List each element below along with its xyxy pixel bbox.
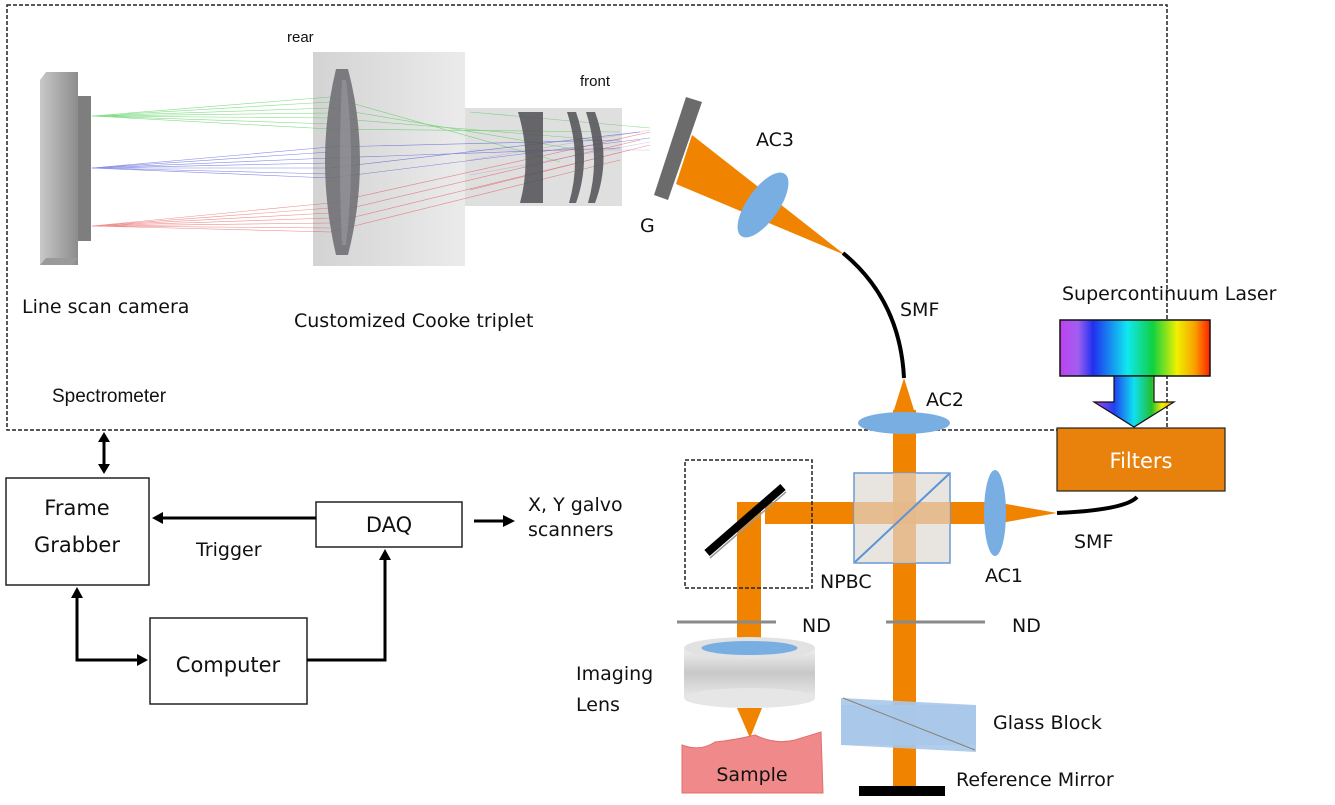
computer-label: Computer (176, 653, 281, 677)
glass-block-label: Glass Block (993, 712, 1102, 734)
sample-label: Sample (716, 764, 787, 786)
trigger-label: Trigger (195, 539, 262, 561)
galvo-label-2: scanners (528, 519, 613, 541)
focused-beam (737, 708, 762, 738)
frame-grabber-box (5, 477, 150, 586)
front-label: front (580, 73, 611, 90)
reference-mirror-label: Reference Mirror (956, 769, 1114, 791)
triplet-label: Customized Cooke triplet (294, 310, 533, 332)
ac1-lens (984, 470, 1006, 556)
front-lens-2 (586, 112, 604, 203)
imaging-lens (684, 637, 815, 708)
signal-arrows (71, 432, 515, 666)
camera-label: Line scan camera (22, 296, 189, 318)
line-scan-camera (40, 72, 91, 265)
frame-grabber-label-2: Grabber (34, 533, 120, 557)
front-lens-concave (518, 112, 543, 203)
spectrometer-boundary (6, 4, 1168, 431)
ac1-label: AC1 (985, 565, 1023, 587)
grating-label: G (640, 215, 655, 237)
detection-fiber (841, 251, 906, 379)
diffraction-grating (654, 97, 702, 200)
npbc-label: NPBC (820, 571, 872, 593)
glass-block (841, 697, 976, 752)
imaging-lens-label-1: Imaging (576, 663, 653, 685)
computer-daq-arrow (307, 558, 387, 662)
ac2-lens (858, 412, 950, 434)
daq-label: DAQ (366, 513, 412, 537)
front-lens-1 (567, 112, 584, 203)
imaging-lens-label-2: Lens (576, 694, 620, 716)
filters-box (1056, 427, 1226, 492)
npbc-beamsplitter (853, 472, 951, 564)
ac3-label: AC3 (756, 129, 794, 151)
nd-reference-label: ND (1012, 615, 1041, 637)
frame-grabber-label-1: Frame (44, 496, 109, 520)
blue-ray-bundle (91, 131, 651, 179)
ac3-lens (737, 172, 789, 238)
detection-smf-label: SMF (900, 299, 939, 321)
green-ray-bundle (91, 96, 651, 163)
computer-framegrabber-arrow (75, 596, 138, 662)
spectrometer-label: Spectrometer (52, 386, 167, 407)
source-smf-label: SMF (1074, 531, 1113, 553)
filters-label: Filters (1110, 449, 1173, 473)
daq-box (315, 501, 463, 548)
galvo-mirror (704, 483, 786, 557)
ac2-input-cone (894, 378, 914, 410)
laser-output-arrow (1091, 375, 1177, 428)
rear-label: rear (287, 29, 314, 46)
nd-sample-label: ND (802, 615, 831, 637)
sample-surface (681, 731, 824, 794)
source-fiber (1056, 495, 1139, 515)
reference-mirror (859, 786, 945, 796)
computer-box (149, 617, 308, 705)
laser-label: Supercontinuum Laser (1062, 283, 1277, 305)
spectral-rays (91, 96, 651, 233)
galvo-label-1: X, Y galvo (528, 494, 623, 516)
galvo-scanner-boundary (684, 459, 813, 589)
ac1-cone (995, 502, 1057, 524)
supercontinuum-laser (1059, 319, 1211, 377)
ac2-label: AC2 (926, 389, 964, 411)
